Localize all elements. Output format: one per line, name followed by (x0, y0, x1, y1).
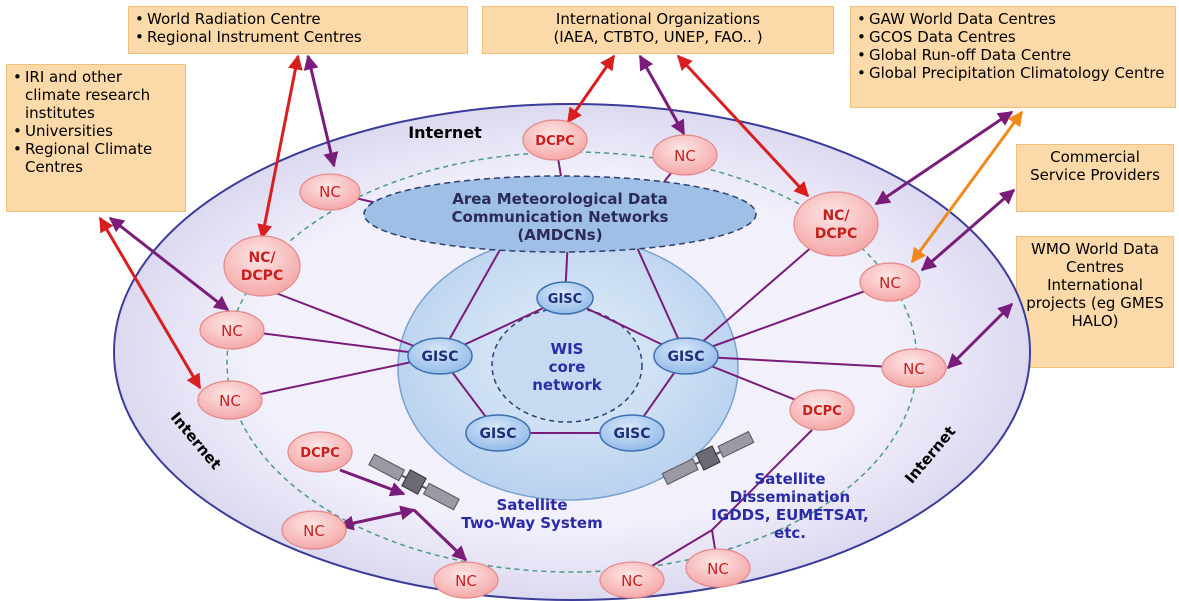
commercial-providers-box: Commercial Service Providers (1016, 144, 1174, 212)
nc-node: NC (652, 134, 718, 176)
satellite-icon-left (368, 453, 460, 511)
wis-core-label-line2: core (549, 358, 586, 376)
dcpc-node: DCPC (789, 389, 855, 431)
radiation-item: World Radiation Centre (135, 10, 461, 28)
radiation-item: Regional Instrument Centres (135, 28, 461, 46)
nc-label: NC (319, 183, 341, 201)
climate-item: IRI and other climate research institute… (13, 68, 179, 122)
gisc-label: GISC (421, 349, 458, 365)
nc-label: NC (455, 572, 477, 590)
sat-two-way-line2: Two-Way System (461, 514, 602, 532)
wmo-text: WMO World Data Centres International pro… (1026, 240, 1164, 330)
wis-core-ellipse (491, 307, 643, 423)
gisc-node: GISC (599, 414, 665, 452)
climate-item: Universities (13, 122, 179, 140)
gaw-data-centres-box: GAW World Data Centres GCOS Data Centres… (850, 6, 1176, 108)
commercial-text: Commercial Service Providers (1030, 148, 1160, 184)
dcpc-label: DCPC (802, 404, 841, 419)
gisc-label: GISC (613, 426, 650, 442)
gaw-item: GAW World Data Centres (857, 10, 1169, 28)
nc-label: NC (879, 274, 901, 292)
amdcn-ellipse (363, 175, 757, 253)
gisc-node: GISC (536, 281, 594, 315)
nc-label: NC (219, 392, 241, 410)
gisc-label: GISC (667, 349, 704, 365)
gisc-label: GISC (479, 426, 516, 442)
sat-diss-line1: Satellite (754, 470, 825, 488)
nc-node: NC (197, 380, 263, 420)
gisc-node: GISC (465, 414, 531, 452)
climate-institutes-box: IRI and other climate research institute… (6, 64, 186, 212)
nc-node: NC (281, 510, 347, 550)
sat-diss-line4: etc. (774, 524, 806, 542)
internet-label-top: Internet (408, 123, 482, 142)
dcpc-node: DCPC (522, 119, 588, 161)
climate-item: Regional Climate Centres (13, 140, 179, 176)
nc-node: NC (685, 548, 751, 588)
nc-node: NC (599, 561, 665, 599)
nc-label: NC (903, 360, 925, 378)
gaw-item: GCOS Data Centres (857, 28, 1169, 46)
amdcn-label-line2: Communication Networks (452, 208, 669, 226)
satellite-icon-right (661, 430, 755, 486)
intl-orgs-list: (IAEA, CTBTO, UNEP, FAO.. ) (553, 28, 763, 46)
red-arrows (98, 54, 810, 390)
wis-core-label-line3: network (532, 376, 603, 394)
gisc-node: GISC (653, 337, 719, 375)
nc-dcpc-node: NC/ DCPC (223, 235, 301, 297)
gaw-item: Global Run-off Data Centre (857, 46, 1169, 64)
gisc-node: GISC (407, 337, 473, 375)
intl-orgs-title: International Organizations (555, 10, 761, 28)
sat-diss-line3: IGDDS, EUMETSAT, (711, 506, 868, 524)
nc-dcpc-label-line1: NC/ (248, 250, 276, 266)
nc-dcpc-label-line1: NC/ (822, 208, 850, 224)
amdcn-label-line3: (AMDCNs) (517, 226, 602, 244)
wmo-world-data-centres-box: WMO World Data Centres International pro… (1016, 236, 1174, 368)
nc-label: NC (674, 147, 696, 165)
nc-dcpc-label-line2: DCPC (815, 226, 857, 242)
amdcn-label-line1: Area Meteorological Data (452, 190, 668, 208)
gisc-label: GISC (548, 292, 582, 307)
gaw-item: Global Precipitation Climatology Centre (857, 64, 1169, 82)
nc-label: NC (707, 560, 729, 578)
nc-node: NC (881, 348, 947, 388)
nc-dcpc-node: NC/ DCPC (793, 191, 879, 257)
dcpc-node: DCPC (287, 431, 353, 473)
orange-arrow (910, 110, 1024, 264)
wis-core-label-line1: WIS (551, 340, 584, 358)
nc-node: NC (433, 561, 499, 599)
nc-label: NC (621, 572, 643, 590)
nc-node: NC (199, 310, 265, 350)
dcpc-label: DCPC (300, 446, 339, 461)
nc-label: NC (303, 522, 325, 540)
nc-dcpc-label-line2: DCPC (241, 268, 283, 284)
sat-two-way-line1: Satellite (496, 496, 567, 514)
nc-node: NC (299, 173, 361, 211)
radiation-centres-box: World Radiation Centre Regional Instrume… (128, 6, 468, 54)
international-organizations-box: International Organizations (IAEA, CTBTO… (482, 6, 834, 54)
dcpc-label: DCPC (535, 134, 574, 149)
nc-node: NC (859, 262, 921, 302)
nc-label: NC (221, 322, 243, 340)
sat-diss-line2: Dissemination (730, 488, 851, 506)
